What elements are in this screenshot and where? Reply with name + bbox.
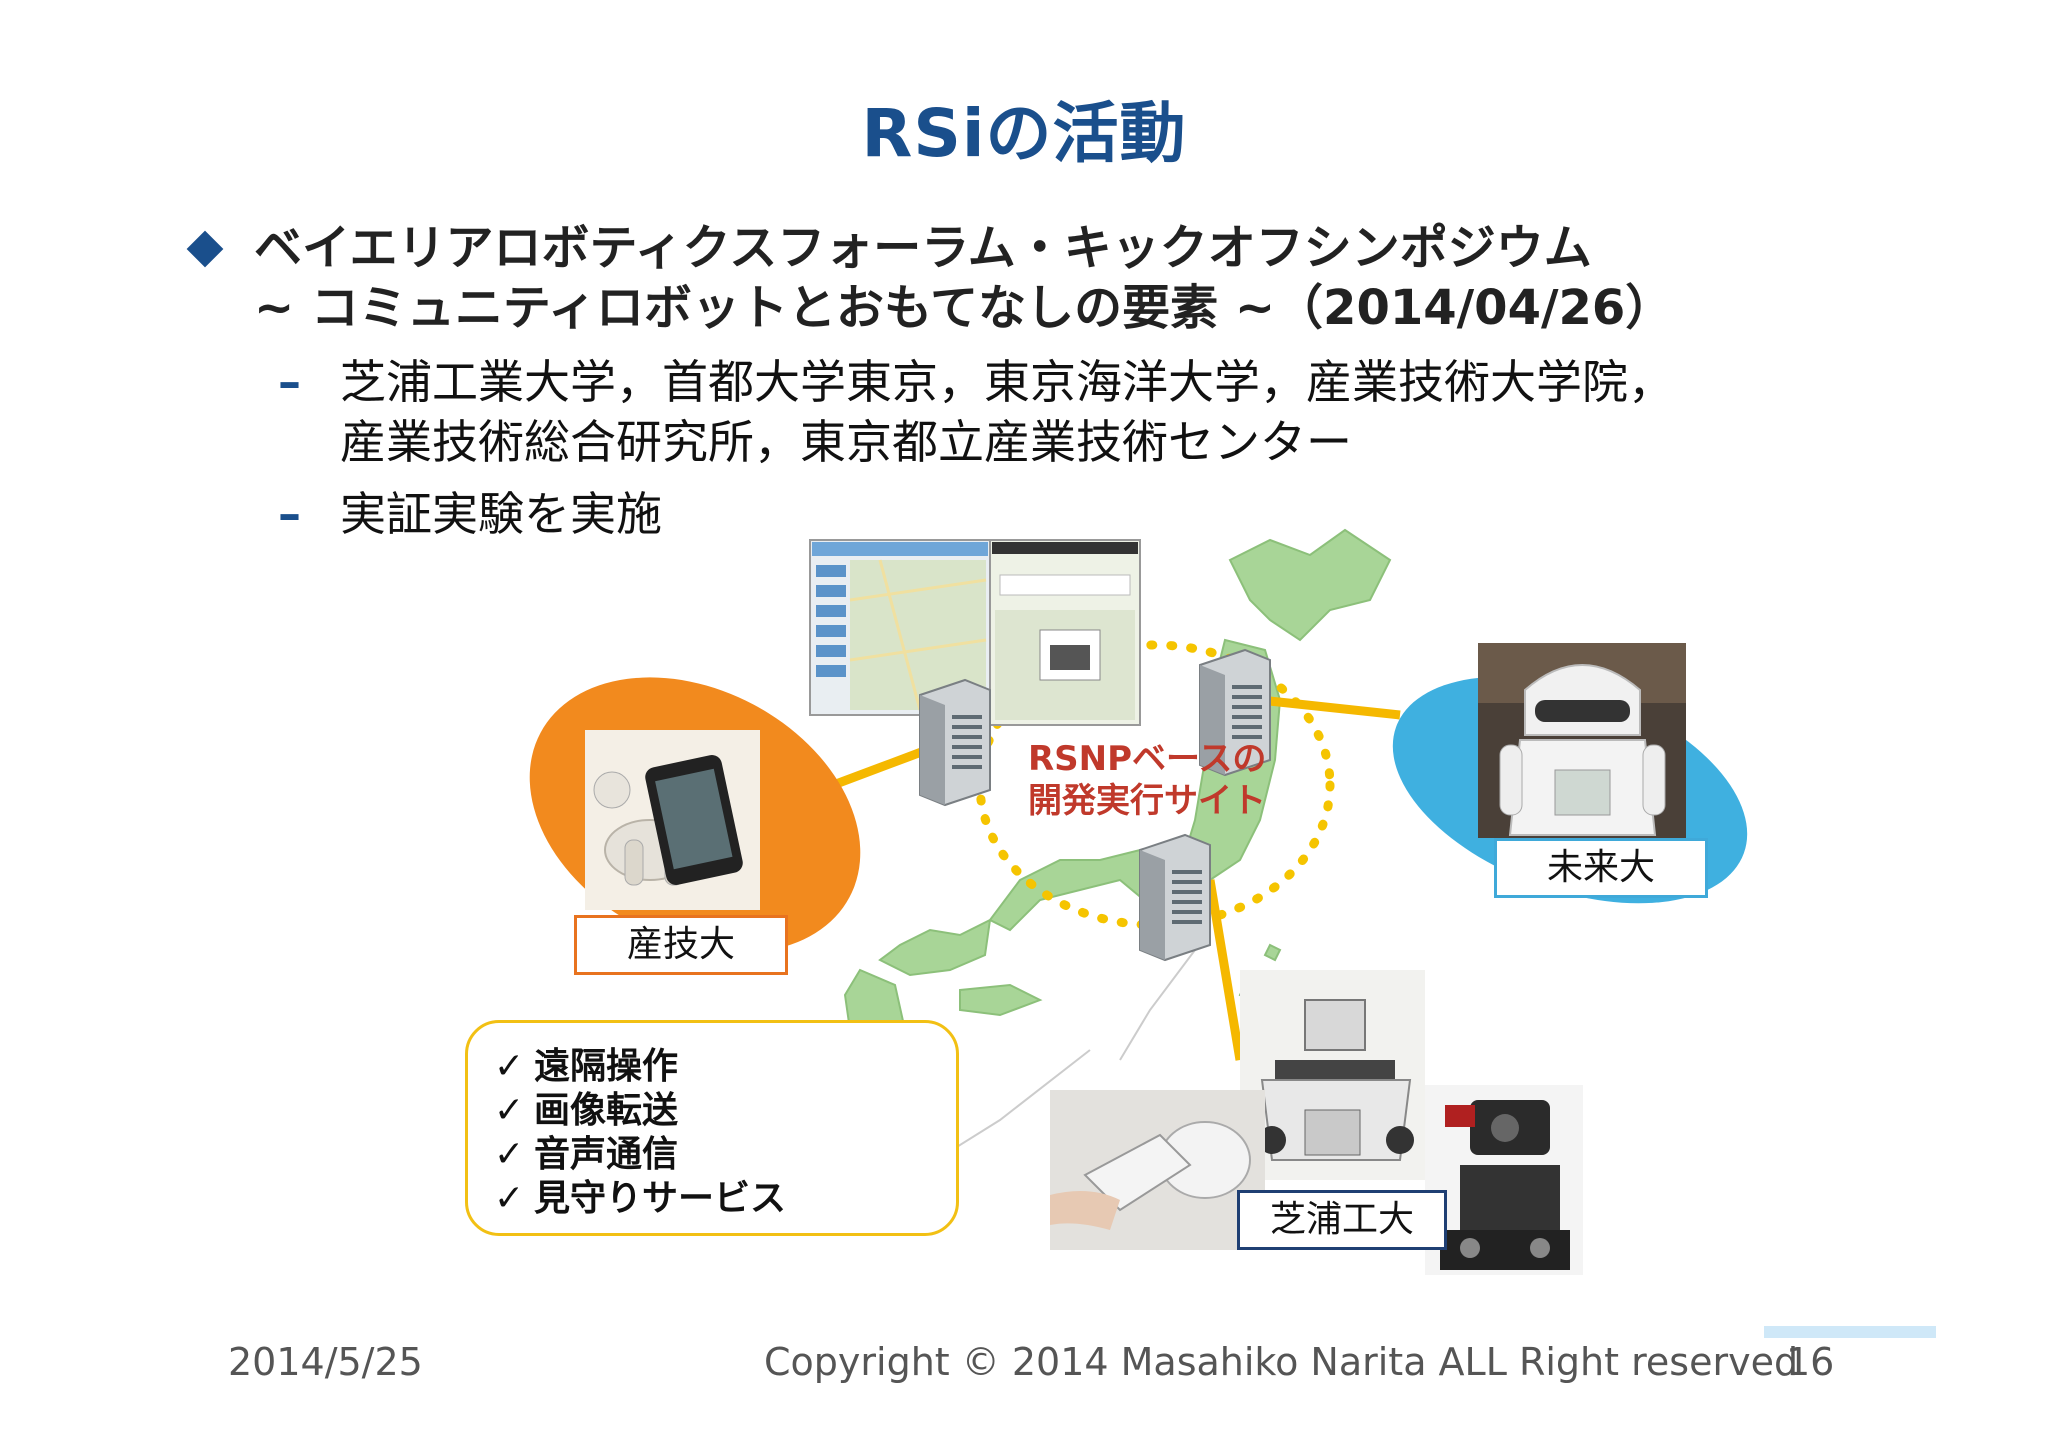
feature-item: ✓音声通信 xyxy=(494,1134,679,1175)
main-bullet-line-2: ~ コミュニティロボットとおもてなしの要素 ~（2014/04/26） xyxy=(254,280,1674,336)
check-icon: ✓ xyxy=(494,1178,525,1219)
feature-item: ✓遠隔操作 xyxy=(494,1046,679,1087)
network-label-line-2: 開発実行サイト xyxy=(1028,781,1266,821)
feature-list-panel: ✓遠隔操作 ✓画像転送 ✓音声通信 ✓見守りサービス xyxy=(465,1020,959,1236)
robot-hand-photo xyxy=(1050,1090,1265,1250)
footer-date: 2014/5/25 xyxy=(228,1340,423,1384)
humanoid-robot-photo xyxy=(1478,643,1686,838)
screenshot-thumbnail-image xyxy=(809,539,1141,726)
sub-bullet-line-1: 実証実験を実施 xyxy=(340,487,662,541)
rover-robot-photo xyxy=(1240,970,1425,1180)
check-icon: ✓ xyxy=(494,1046,525,1087)
footer-accent-bar xyxy=(1764,1326,1936,1338)
main-bullet-line-1: ベイエリアロボティクスフォーラム・キックオフシンポジウム xyxy=(254,220,1592,276)
dash-bullet-icon: – xyxy=(278,487,301,541)
smartphone-robot-photo xyxy=(585,730,760,910)
footer-copyright: Copyright © 2014 Masahiko Narita ALL Rig… xyxy=(764,1340,1799,1384)
network-label-line-1: RSNPベースの xyxy=(1028,739,1267,779)
server-icon xyxy=(1139,833,1211,962)
server-icon xyxy=(1199,648,1271,777)
network-site-label: RSNPベースの 開発実行サイト xyxy=(1028,738,1266,822)
feature-item: ✓画像転送 xyxy=(494,1090,679,1131)
sub-bullet-line-1: 芝浦工業大学，首都大学東京，東京海洋大学，産業技術大学院， xyxy=(340,355,1674,409)
page-number: 16 xyxy=(1786,1340,1835,1384)
site-label-left: 産技大 xyxy=(574,915,788,975)
arm-robot-photo xyxy=(1425,1085,1583,1275)
check-icon: ✓ xyxy=(494,1134,525,1175)
server-icon xyxy=(919,678,991,807)
site-label-right: 未来大 xyxy=(1494,838,1708,898)
slide-title: RSiの活動 xyxy=(861,95,1187,172)
site-label-bottom: 芝浦工大 xyxy=(1237,1190,1447,1250)
dash-bullet-icon: – xyxy=(278,355,301,409)
feature-item: ✓見守りサービス xyxy=(494,1178,787,1219)
check-icon: ✓ xyxy=(494,1090,525,1131)
sub-bullet-line-2: 産業技術総合研究所，東京都立産業技術センター xyxy=(340,415,1352,469)
